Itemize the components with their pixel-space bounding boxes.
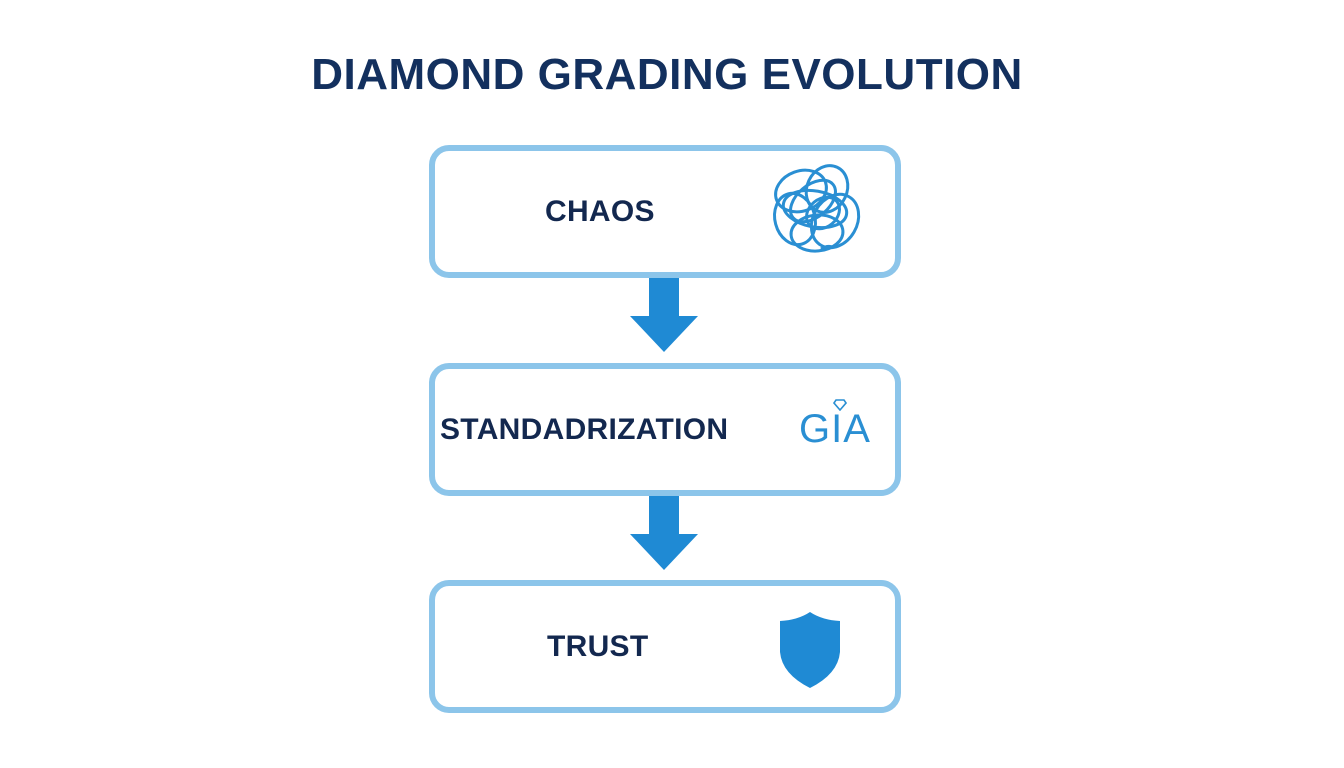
step-chaos-box: CHAOS [429,145,901,278]
step-trust-label: TRUST [547,629,649,663]
arrow-down-icon [630,278,698,352]
diagram-title: DIAMOND GRADING EVOLUTION [311,50,1023,99]
diamond-icon [833,399,847,411]
tangled-scribble-icon [773,164,861,253]
step-chaos-label: CHAOS [545,194,655,228]
step-standardization-box: STANDADRIZATION GIA [429,363,901,496]
arrow-down-icon [630,496,698,570]
step-trust-box: TRUST [429,580,901,713]
shield-icon [780,612,840,688]
step-standardization-label: STANDADRIZATION [440,412,729,446]
gia-logo-text: GIA [799,407,871,451]
gia-logo: GIA [799,407,871,452]
